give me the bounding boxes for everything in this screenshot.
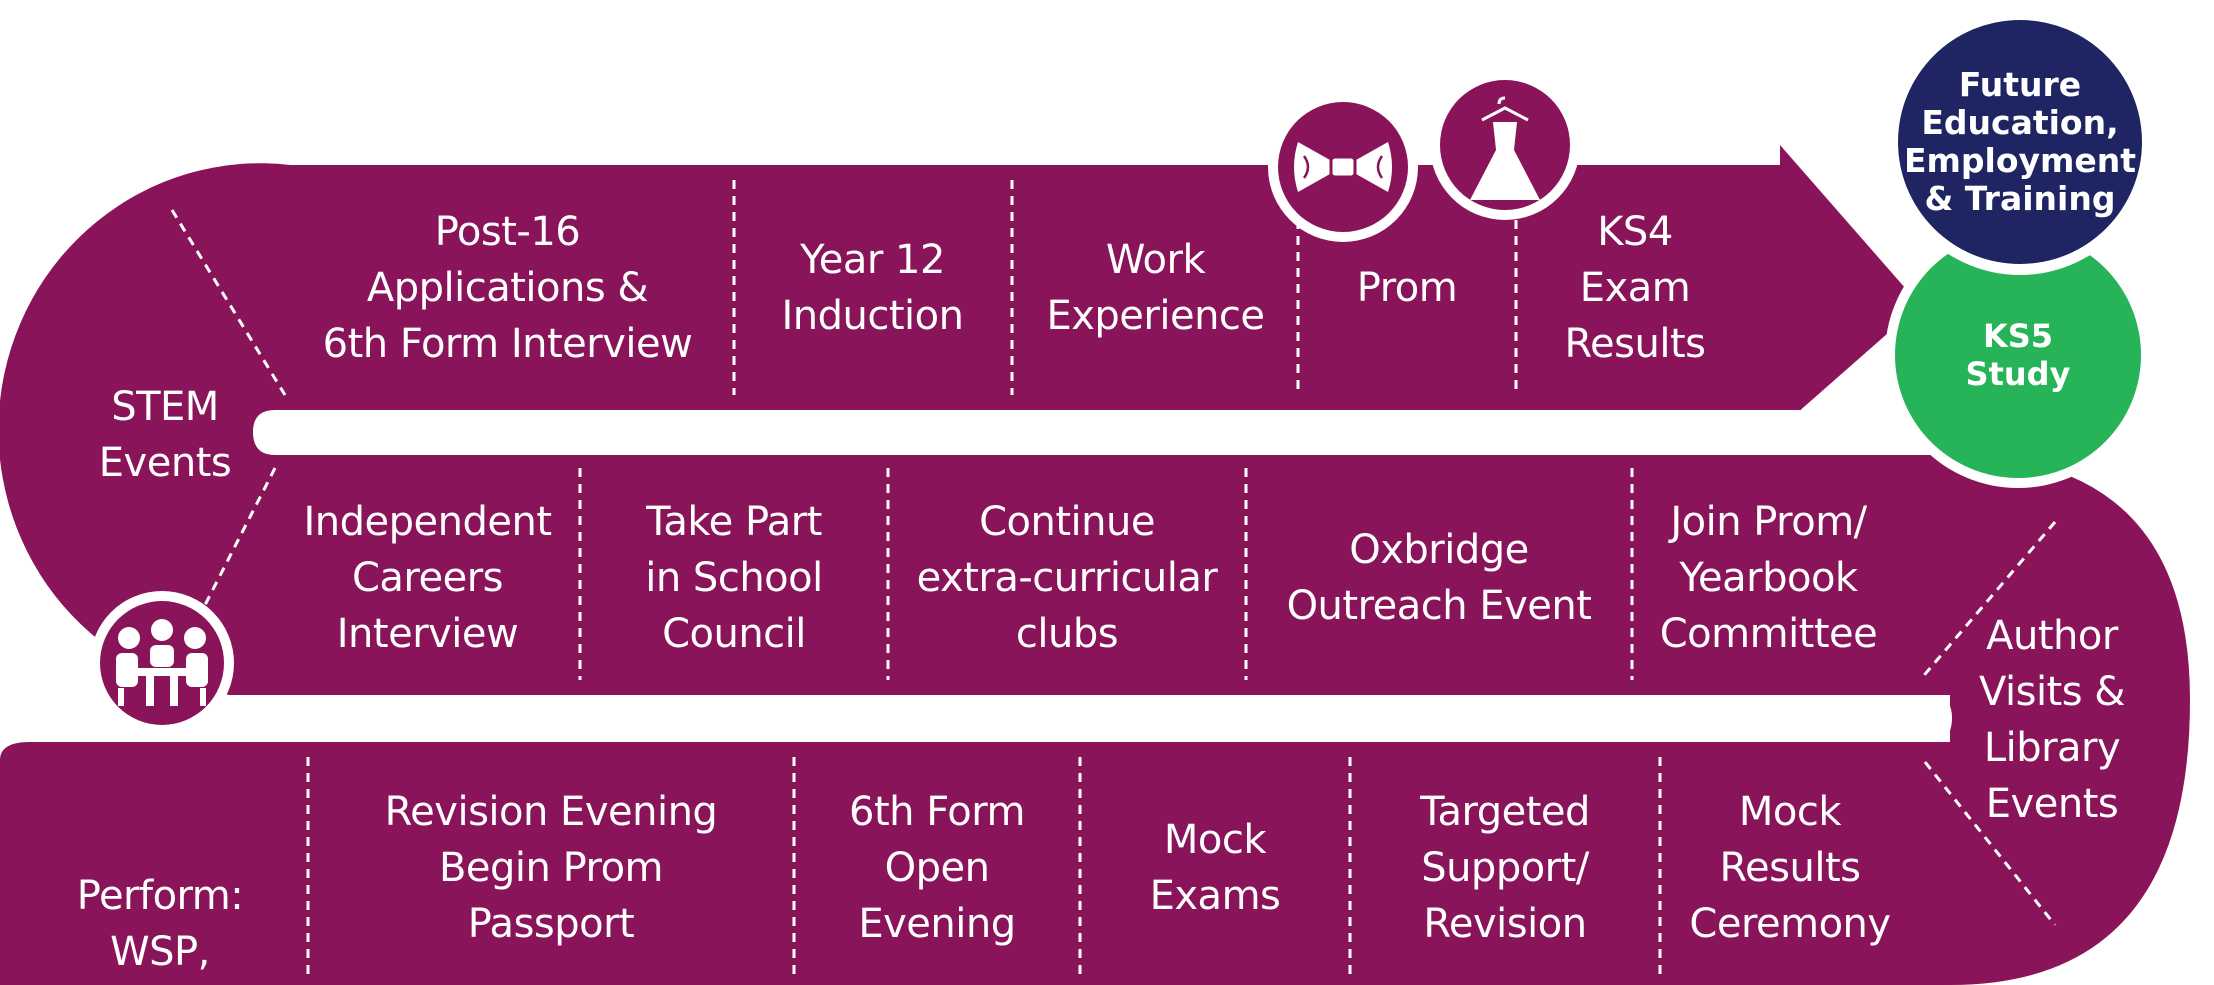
author-visits-label: Author Visits & Library Events (1952, 605, 2152, 835)
oxbridge-line-2: Outreach Event (1286, 582, 1592, 629)
careers-line-1: Independent (303, 498, 552, 545)
targeted-support-label: Targeted Support/ Revision (1354, 780, 1656, 955)
revision-line-1: Revision Evening (384, 788, 718, 835)
author-line-4: Events (1985, 781, 2119, 827)
mock-exams-label: Mock Exams (1084, 780, 1346, 955)
prom-dress-icon (1430, 70, 1580, 220)
committee-line-1: Join Prom/ (1670, 498, 1867, 545)
support-line-2: Support/ (1421, 844, 1589, 891)
council-line-2: in School (645, 554, 823, 601)
author-line-3: Library (1983, 725, 2121, 771)
open-line-1: 6th Form (849, 788, 1025, 835)
future-education-label: Future Education, Employment & Training (1880, 52, 2160, 232)
year12-line-1: Year 12 (800, 236, 945, 283)
support-line-3: Revision (1423, 900, 1587, 947)
clubs-line-3: clubs (1015, 610, 1119, 657)
future-circle (1898, 20, 2142, 264)
committee-line-2: Yearbook (1679, 554, 1858, 601)
work-experience-label: Work Experience (1018, 200, 1293, 375)
road-top-band (0, 145, 2190, 985)
ks4-exam-results-label: KS4 Exam Results (1520, 200, 1750, 375)
post16-line-3: 6th Form Interview (322, 320, 693, 367)
ks5-study-label: KS5 Study (1900, 305, 2136, 405)
open-line-3: Evening (858, 900, 1016, 947)
middle-row-dividers (203, 467, 2057, 681)
revision-evening-label: Revision Evening Begin Prom Passport (312, 780, 790, 955)
work-line-2: Experience (1046, 292, 1265, 339)
meeting-people-icon (90, 591, 234, 735)
results-line-3: Ceremony (1689, 900, 1891, 947)
year12-induction-label: Year 12 Induction (740, 200, 1005, 375)
mock-line-2: Exams (1149, 872, 1281, 919)
post16-line-2: Applications & (366, 264, 649, 311)
year12-line-2: Induction (781, 292, 964, 339)
council-line-1: Take Part (646, 498, 822, 545)
perform-line-1: Perform: (76, 873, 244, 919)
prom-committee-label: Join Prom/ Yearbook Committee (1636, 490, 1901, 665)
independent-careers-label: Independent Careers Interview (280, 490, 575, 665)
extra-curricular-label: Continue extra-curricular clubs (892, 490, 1242, 665)
school-council-label: Take Part in School Council (585, 490, 883, 665)
lane-gap-bottom (215, 695, 1952, 742)
committee-line-3: Committee (1659, 610, 1878, 657)
stem-line-1: STEM (111, 384, 219, 430)
bow-tie-icon (1268, 92, 1418, 242)
ks5-line-1: KS5 (1982, 317, 2054, 355)
future-line-3: Employment (1903, 141, 2137, 180)
stem-line-2: Events (98, 440, 232, 486)
results-line-2: Results (1719, 844, 1861, 891)
perform-line-2: WSP, (110, 929, 210, 975)
future-line-4: & Training (1924, 179, 2116, 218)
careers-line-2: Careers (351, 554, 504, 601)
post16-line-1: Post-16 (434, 208, 581, 255)
mock-line-1: Mock (1163, 816, 1267, 863)
oxbridge-outreach-label: Oxbridge Outreach Event (1250, 490, 1628, 665)
ks5-circle (1895, 232, 2141, 478)
prom-label: Prom (1302, 200, 1512, 375)
stem-events-label: STEM Events (70, 375, 260, 495)
ks4-line-3: Results (1564, 320, 1706, 367)
author-line-2: Visits & (1979, 669, 2125, 715)
clubs-line-2: extra-curricular (916, 554, 1218, 601)
author-line-1: Author (1986, 613, 2118, 659)
perform-label: Perform: WSP, (60, 868, 260, 983)
open-line-2: Open (884, 844, 990, 891)
open-evening-label: 6th Form Open Evening (798, 780, 1076, 955)
bottom-row-dividers (306, 757, 2057, 975)
oxbridge-line-1: Oxbridge (1349, 526, 1529, 573)
prom-line-1: Prom (1356, 264, 1458, 311)
results-line-1: Mock (1738, 788, 1842, 835)
council-line-3: Council (662, 610, 806, 657)
future-line-2: Education, (1921, 103, 2119, 142)
careers-line-3: Interview (336, 610, 519, 657)
support-line-1: Targeted (1420, 788, 1590, 835)
ks4-line-1: KS4 (1597, 208, 1673, 255)
revision-line-3: Passport (467, 900, 635, 947)
clubs-line-1: Continue (979, 498, 1155, 545)
post16-applications-label: Post-16 Applications & 6th Form Intervie… (305, 200, 710, 375)
future-line-1: Future (1958, 65, 2082, 104)
ks5-line-2: Study (1965, 355, 2071, 393)
ks4-line-2: Exam (1579, 264, 1691, 311)
mock-results-label: Mock Results Ceremony (1664, 780, 1916, 955)
top-row-dividers (170, 180, 1518, 396)
revision-line-2: Begin Prom (438, 844, 664, 891)
lane-gap-top (253, 410, 1800, 455)
work-line-1: Work (1105, 236, 1206, 283)
